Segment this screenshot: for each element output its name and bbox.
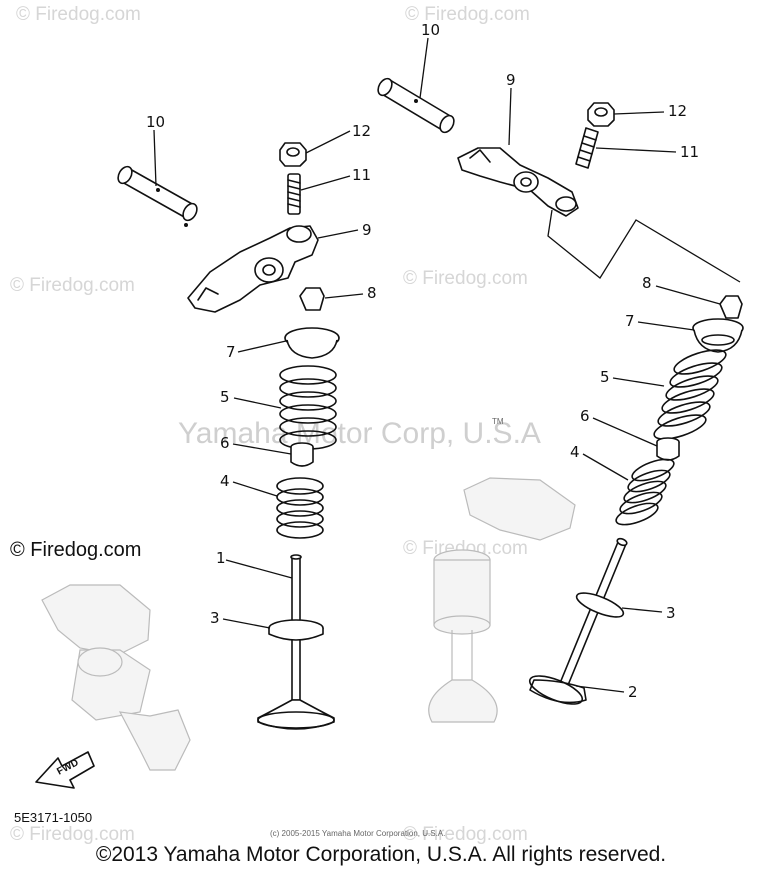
spring-retainer-left xyxy=(284,327,340,359)
outer-spring-right xyxy=(653,349,727,440)
callout-left-3: 3 xyxy=(210,609,220,627)
callouts-right: 10 9 12 11 8 7 5 6 4 3 2 xyxy=(419,21,721,701)
valve-cotter-right xyxy=(719,295,743,319)
callout-left-1: 1 xyxy=(216,549,226,567)
callout-right-5: 5 xyxy=(600,368,610,386)
rocker-arm-left xyxy=(187,225,319,313)
callout-right-7: 7 xyxy=(625,312,635,330)
rocker-arm-right xyxy=(457,147,579,217)
watermark-firedog: © Firedog.com xyxy=(16,4,141,25)
inner-spring-left xyxy=(276,477,324,539)
valve-seal-left xyxy=(290,442,314,467)
watermark-tm: TM xyxy=(492,417,504,426)
watermark-yamaha: Yamaha Motor Corp, U.S.A xyxy=(178,417,541,450)
watermark-firedog: © Firedog.com xyxy=(10,824,135,845)
watermark-firedog: © Firedog.com xyxy=(403,824,528,845)
callouts-left: 10 12 11 9 8 7 5 6 4 1 3 xyxy=(146,113,377,629)
locknut-left xyxy=(279,142,307,167)
ghost-rocker-right xyxy=(463,477,576,541)
rocker-shaft-left xyxy=(117,165,198,227)
copyright-footer: ©2013 Yamaha Motor Corporation, U.S.A. A… xyxy=(95,843,667,866)
watermark-firedog: © Firedog.com xyxy=(403,538,528,559)
firedog-logo: © Firedog.com xyxy=(10,539,142,561)
callout-left-7: 7 xyxy=(226,343,236,361)
callout-right-12: 12 xyxy=(668,102,687,120)
outer-spring-left xyxy=(279,365,337,450)
callout-left-6: 6 xyxy=(220,434,230,452)
callout-left-12: 12 xyxy=(352,122,371,140)
callout-left-11: 11 xyxy=(352,166,371,184)
valve-cotter-left xyxy=(299,287,325,311)
forward-arrow-icon: FWD xyxy=(35,751,95,789)
callout-right-4: 4 xyxy=(570,443,580,461)
callout-left-5: 5 xyxy=(220,388,230,406)
callout-right-9: 9 xyxy=(506,71,516,89)
intake-valve-left xyxy=(257,554,335,730)
watermark-firedog: © Firedog.com xyxy=(405,4,530,25)
small-copyright: (c) 2005-2015 Yamaha Motor Corporation, … xyxy=(270,829,445,838)
callout-left-9: 9 xyxy=(362,221,372,239)
rocker-shaft-right xyxy=(377,77,455,134)
callout-left-8: 8 xyxy=(367,284,377,302)
part-code: 5E3171-1050 xyxy=(14,810,92,825)
callout-right-2: 2 xyxy=(628,683,638,701)
callout-left-10: 10 xyxy=(146,113,165,131)
spring-retainer-right xyxy=(692,318,744,353)
valve-seal-right xyxy=(656,437,680,461)
watermark-firedog: © Firedog.com xyxy=(403,268,528,289)
callout-right-10: 10 xyxy=(421,21,440,39)
inner-spring-right xyxy=(615,458,675,526)
ghost-valve-right xyxy=(428,549,498,723)
callout-right-11: 11 xyxy=(680,143,699,161)
adjuster-screw-left xyxy=(287,173,301,215)
adjuster-screw-right xyxy=(575,127,599,169)
ghost-rocker-left xyxy=(41,584,191,771)
callout-right-8: 8 xyxy=(642,274,652,292)
callout-left-4: 4 xyxy=(220,472,230,490)
exhaust-valve-right xyxy=(528,537,628,705)
assembly-bracket-line xyxy=(547,209,741,283)
watermark-firedog: © Firedog.com xyxy=(10,275,135,296)
locknut-right xyxy=(587,102,615,127)
callout-right-3: 3 xyxy=(666,604,676,622)
callout-right-6: 6 xyxy=(580,407,590,425)
